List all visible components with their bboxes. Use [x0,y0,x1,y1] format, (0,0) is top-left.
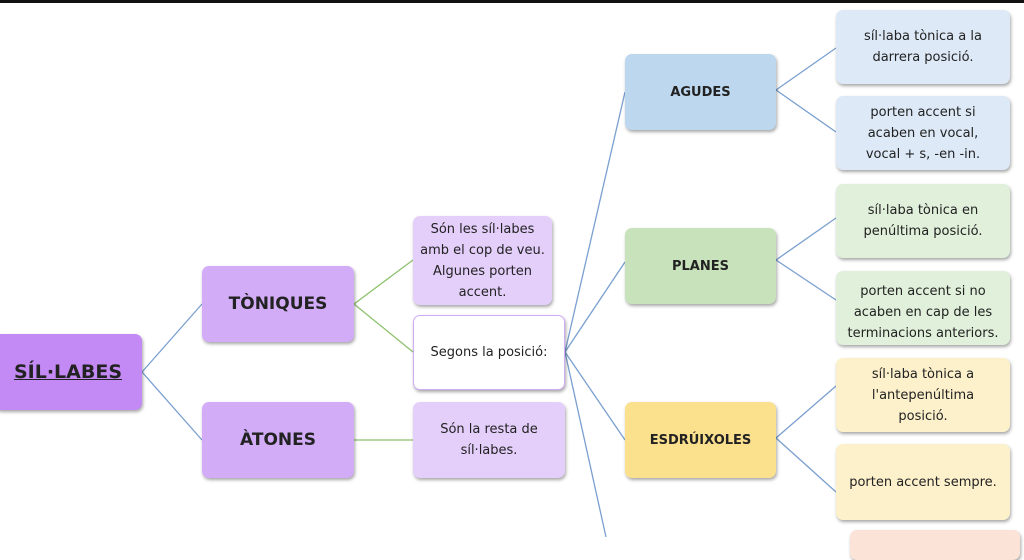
node-label: porten accent si no acaben en cap de les… [847,283,999,341]
connector [775,385,837,439]
node-label: Són la resta de síl·labes. [440,422,538,458]
node-label: porten accent sempre. [849,474,997,490]
node-planes-note-2[interactable]: porten accent si no acaben en cap de les… [836,271,1010,345]
node-agudes-note-1[interactable]: síl·laba tònica a la darrera posició. [836,10,1010,84]
connector-planes [564,261,626,353]
connector-root-atones [141,371,203,441]
connector [775,217,837,261]
connector [775,47,837,91]
node-label: SÍL·LABES [13,360,123,383]
node-label: PLANES [672,258,729,274]
connector [353,303,414,353]
node-agudes[interactable]: AGUDES [625,54,776,130]
node-offscreen-partial [850,530,1020,560]
node-agudes-note-2[interactable]: porten accent si acaben en vocal, vocal … [836,96,1010,170]
connector-lines [141,47,837,537]
connector [775,437,837,493]
connector-agudes [564,91,626,353]
node-esdruixoles[interactable]: ESDRÚIXOLES [625,402,776,478]
node-label: ESDRÚIXOLES [649,432,752,448]
node-label: ÀTONES [240,429,316,450]
node-esdruixoles-note-1[interactable]: síl·laba tònica a l'antepenúltima posici… [836,358,1010,432]
node-label: porten accent si acaben en vocal, vocal … [865,104,981,162]
node-root[interactable]: SÍL·LABES [0,334,142,410]
node-toniques-definition[interactable]: Són les síl·labes amb el cop de veu. Alg… [413,216,552,305]
node-atones-definition[interactable]: Són la resta de síl·labes. [413,402,565,478]
node-label: AGUDES [670,84,731,100]
node-label: Segons la posició: [430,345,548,360]
connector [775,89,837,133]
connector-esdruixoles [564,351,626,441]
top-bar [0,0,1024,3]
node-by-position[interactable]: Segons la posició: [413,315,565,390]
node-toniques[interactable]: TÒNIQUES [202,266,354,342]
connector-offscreen [564,351,607,537]
node-label: síl·laba tònica a l'antepenúltima posici… [871,366,975,424]
node-label: Són les síl·labes amb el cop de veu. Alg… [420,221,545,300]
node-atones[interactable]: ÀTONES [202,402,354,478]
node-label: TÒNIQUES [228,293,328,314]
node-label: síl·laba tònica a la darrera posició. [864,29,982,65]
node-planes-note-1[interactable]: síl·laba tònica en penúltima posició. [836,184,1010,258]
connector-root-toniques [141,303,203,373]
node-esdruixoles-note-2[interactable]: porten accent sempre. [836,444,1010,520]
node-planes[interactable]: PLANES [625,228,776,304]
node-label: síl·laba tònica en penúltima posició. [863,203,983,239]
connector [353,259,414,305]
connector [775,259,837,301]
